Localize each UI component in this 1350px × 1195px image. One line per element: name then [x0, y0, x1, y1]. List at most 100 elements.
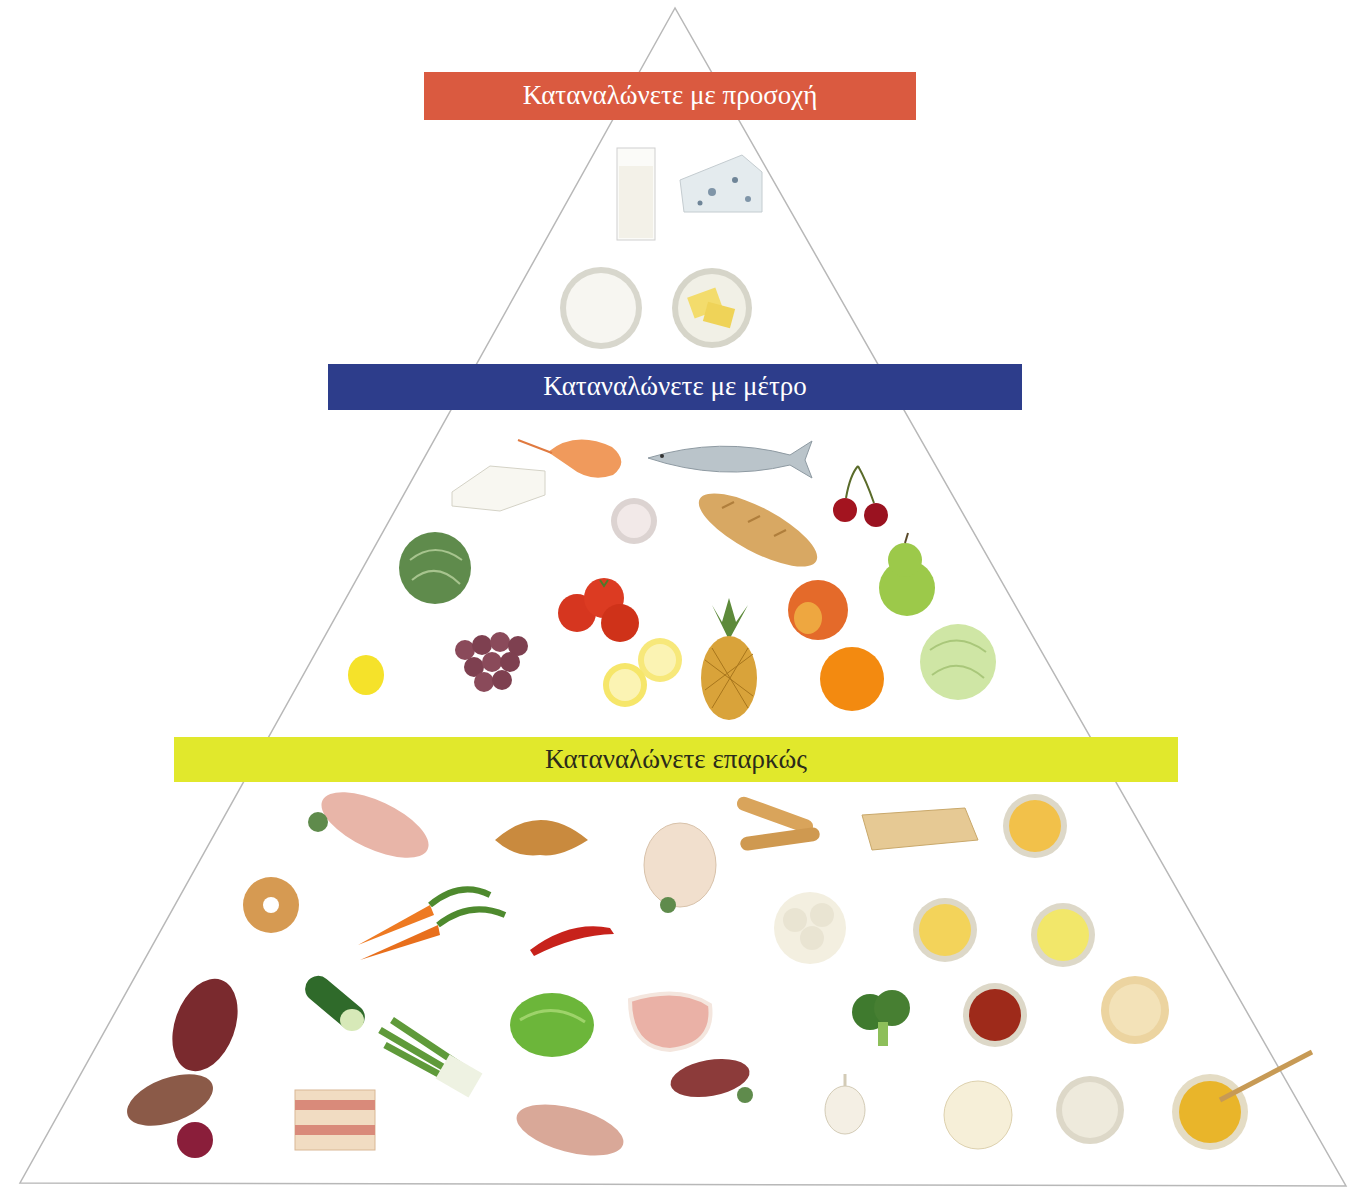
tomatoes [558, 578, 639, 642]
turkey-breast-part [312, 779, 437, 872]
butter-bowl-part [672, 268, 752, 348]
lettuce-leaves [510, 993, 594, 1057]
baguette-part [689, 480, 826, 581]
beef [160, 970, 249, 1081]
yogurt-bowl [560, 267, 642, 349]
butter-bowl-part [703, 302, 735, 329]
lemon-halves-part [609, 669, 641, 701]
bacon-part [295, 1100, 375, 1110]
broccoli-part [878, 1022, 888, 1046]
blue-cheese-part [680, 155, 762, 212]
chili [530, 926, 614, 956]
grapes-part [482, 652, 502, 672]
cucumber [300, 971, 370, 1036]
band-label: Καταναλώνετε επαρκώς [545, 745, 807, 775]
honey-bowl-part [1220, 1052, 1312, 1100]
lemon-halves-part [644, 644, 676, 676]
pineapple [701, 598, 757, 720]
duck-breast-part [737, 1087, 753, 1103]
lettuce-leaves-part [510, 993, 594, 1057]
pasta-bowl-part [919, 904, 971, 956]
honey-bowl [1172, 1052, 1312, 1150]
breadsticks-part [739, 827, 820, 852]
apple-part [794, 602, 822, 634]
chicken-leg [511, 1095, 629, 1166]
pork-chop-part [630, 994, 711, 1050]
cherries [833, 466, 888, 527]
grapes-part [472, 635, 492, 655]
grapes-part [490, 632, 510, 652]
bagel [243, 877, 299, 933]
sauce-bowl [611, 498, 657, 544]
chicken-part [644, 823, 716, 907]
fish-part [648, 441, 812, 478]
yogurt-bowl-part [566, 273, 636, 343]
band: Καταναλώνετε επαρκώς [174, 737, 1178, 782]
tomatoes-part [601, 604, 639, 642]
grated-cheese-bowl-part [1003, 794, 1067, 858]
lemon-halves [603, 638, 682, 707]
croissant-part [495, 820, 588, 855]
shrimp-part [548, 440, 621, 478]
bagel-part [263, 897, 279, 913]
pineapple-part [701, 636, 757, 720]
white-cheese [452, 466, 545, 511]
tortilla [944, 1081, 1012, 1149]
pyramid-outline-part [20, 8, 1346, 1186]
band: Καταναλώνετε με προσοχή [424, 72, 916, 120]
honey-bowl-part [1172, 1074, 1248, 1150]
lettuce-head [920, 624, 996, 700]
shrimp-part [518, 440, 552, 453]
grapes [455, 632, 528, 692]
cabbage-part [399, 532, 471, 604]
croissant [495, 820, 588, 855]
broccoli [852, 990, 910, 1046]
lettuce-leaves-part [520, 1010, 585, 1022]
pyramid-outline [20, 8, 1346, 1186]
crackers-part [862, 808, 978, 850]
grated-cheese-bowl [1003, 794, 1067, 858]
grapes-part [455, 640, 475, 660]
cherries-part [846, 466, 874, 503]
milk-glass [617, 148, 655, 240]
bacon [295, 1090, 375, 1150]
cherries-part [864, 503, 888, 527]
pineapple-part [712, 598, 748, 640]
carrots [358, 889, 505, 960]
grapes-part [500, 652, 520, 672]
cauliflower-part [800, 926, 824, 950]
butter-bowl-part [678, 274, 746, 342]
lemon-part [348, 655, 384, 695]
grapes-part [492, 670, 512, 690]
cauliflower [774, 892, 846, 964]
sweet-potato-part [177, 1122, 213, 1158]
cherries-part [833, 498, 857, 522]
tomatoes-part [600, 580, 608, 586]
grated-cheese-bowl-part [1009, 800, 1061, 852]
carrots-part [360, 925, 440, 960]
sauce-bowl-part [611, 498, 657, 544]
cucumber-part [340, 1009, 364, 1031]
beef-part [160, 970, 249, 1081]
cabbage [399, 532, 471, 604]
cauliflower-part [810, 903, 834, 927]
sweet-potato [120, 1064, 220, 1158]
oil-bowl [1031, 903, 1095, 967]
garlic-part [825, 1086, 865, 1134]
blue-cheese-part [698, 201, 703, 206]
pork-chop [630, 994, 711, 1050]
bacon-part [295, 1125, 375, 1135]
band-label: Καταναλώνετε με μέτρο [543, 372, 807, 402]
tomato-sauce-bowl-part [969, 989, 1021, 1041]
blue-cheese-part [745, 196, 751, 202]
pear [879, 533, 935, 616]
blue-cheese-part [708, 188, 716, 196]
spring-onions [380, 1020, 482, 1098]
duck-breast-part [667, 1053, 752, 1102]
apple-part [788, 580, 848, 640]
apple [788, 580, 848, 640]
yogurt-bowl-part [560, 267, 642, 349]
garlic-part [844, 1074, 847, 1086]
pasta-bowl-part [913, 898, 977, 962]
